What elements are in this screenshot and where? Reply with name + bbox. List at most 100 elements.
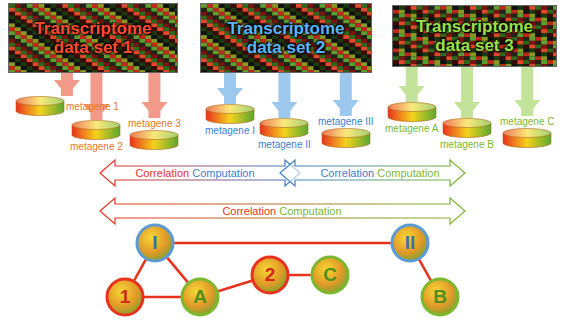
heatmap-cell — [393, 10, 399, 14]
heatmap-cell — [157, 43, 163, 47]
correlation-link — [174, 242, 391, 245]
heatmap-cell — [175, 66, 177, 70]
heatmap-cell — [157, 55, 163, 59]
heatmap-cell — [331, 51, 337, 55]
heatmap-cell — [355, 31, 361, 35]
heatmap-cell — [535, 10, 541, 14]
heatmap-cell — [201, 12, 207, 16]
heatmap-cell — [476, 10, 482, 14]
heatmap-cell — [74, 8, 80, 12]
heatmap-cell — [248, 16, 254, 20]
heatmap-cell — [74, 16, 80, 20]
heatmap-cell — [33, 16, 39, 20]
heatmap-cell — [201, 55, 207, 59]
heatmap-cell — [488, 10, 494, 14]
cylinder-top — [388, 103, 436, 112]
heatmap-cell — [92, 4, 98, 8]
heatmap-cell — [399, 41, 405, 45]
heatmap-cell — [393, 49, 399, 53]
heatmap-cell — [248, 58, 254, 62]
heatmap-cell — [248, 70, 254, 72]
heatmap-cell — [500, 64, 506, 66]
heatmap-cell — [266, 66, 272, 70]
heatmap-cell — [39, 58, 45, 62]
heatmap-cell — [68, 16, 74, 20]
network-node: 2 — [250, 255, 290, 295]
heatmap-cell — [15, 39, 21, 43]
heatmap-cell — [411, 49, 417, 53]
heatmap-cell — [15, 51, 21, 55]
heatmap-cell — [284, 70, 290, 72]
node-label: A — [193, 287, 207, 307]
heatmap-cell — [476, 56, 482, 60]
heatmap-cell — [213, 4, 219, 8]
heatmap-cell — [547, 60, 553, 64]
heatmap-cell — [56, 62, 62, 66]
heatmap-cell — [151, 66, 157, 70]
heatmap-cell — [337, 51, 343, 55]
heatmap-cell — [260, 58, 266, 62]
heatmap-cell — [157, 70, 163, 72]
heatmap-cell — [110, 8, 116, 12]
heatmap-cell — [343, 62, 349, 66]
heatmap-cell — [553, 21, 556, 25]
heatmap-cell — [225, 55, 231, 59]
heatmap-cell — [494, 56, 500, 60]
heatmap-cell — [139, 8, 145, 12]
heatmap-cell — [355, 23, 361, 27]
heatmap-cell — [500, 6, 506, 10]
heatmap-cell — [39, 55, 45, 59]
cylinder-shape — [387, 102, 437, 122]
heatmap-cell — [393, 45, 399, 49]
heatmap-cell — [207, 62, 213, 66]
heatmap-cell — [219, 35, 225, 39]
heatmap-cell — [326, 8, 332, 12]
caption-word: Correlation — [222, 205, 279, 217]
heatmap-cell — [429, 45, 435, 49]
heatmap-cell — [337, 47, 343, 51]
heatmap-cell — [213, 43, 219, 47]
heatmap-cell — [314, 58, 320, 62]
cylinder-top — [322, 129, 370, 138]
heatmap-cell — [337, 43, 343, 47]
circle-outline — [107, 279, 143, 315]
heatmap-cell — [470, 60, 476, 64]
heatmap-cell — [151, 51, 157, 55]
heatmap-cell — [39, 43, 45, 47]
heatmap-cell — [134, 55, 140, 59]
heatmap-cell — [405, 41, 411, 45]
heatmap-cell — [314, 70, 320, 72]
heatmap-cell — [151, 23, 157, 27]
heatmap-cell — [45, 55, 51, 59]
heatmap-cell — [266, 58, 272, 62]
heatmap-cell — [128, 62, 134, 66]
heatmap-cell — [429, 64, 435, 66]
heatmap-cell — [411, 21, 417, 25]
heatmap-cell — [128, 70, 134, 72]
heatmap-cell — [553, 6, 556, 10]
heatmap-cell — [361, 58, 367, 62]
heatmap-cell — [104, 66, 110, 70]
heatmap-cell — [116, 4, 122, 8]
heatmap-cell — [423, 56, 429, 60]
heatmap-cell — [278, 8, 284, 12]
heatmap-cell — [163, 35, 169, 39]
heatmap-cell — [547, 25, 553, 29]
heatmap-cell — [405, 6, 411, 10]
heatmap-cell — [541, 18, 547, 22]
heatmap-cell — [284, 58, 290, 62]
heatmap-cell — [547, 56, 553, 60]
heatmap-cell — [367, 43, 371, 47]
heatmap-cell — [296, 66, 302, 70]
heatmap-cell — [553, 56, 556, 60]
heatmap-cell — [122, 12, 128, 16]
heatmap-cell — [337, 16, 343, 20]
heatmap-cell — [326, 58, 332, 62]
heatmap-cell — [27, 27, 33, 31]
heatmap-cell — [547, 21, 553, 25]
heatmap-cell — [517, 10, 523, 14]
heatmap-cell — [27, 16, 33, 20]
heatmap-cell — [517, 37, 523, 41]
heatmap-cell — [21, 23, 27, 27]
heatmap-cell — [343, 70, 349, 72]
